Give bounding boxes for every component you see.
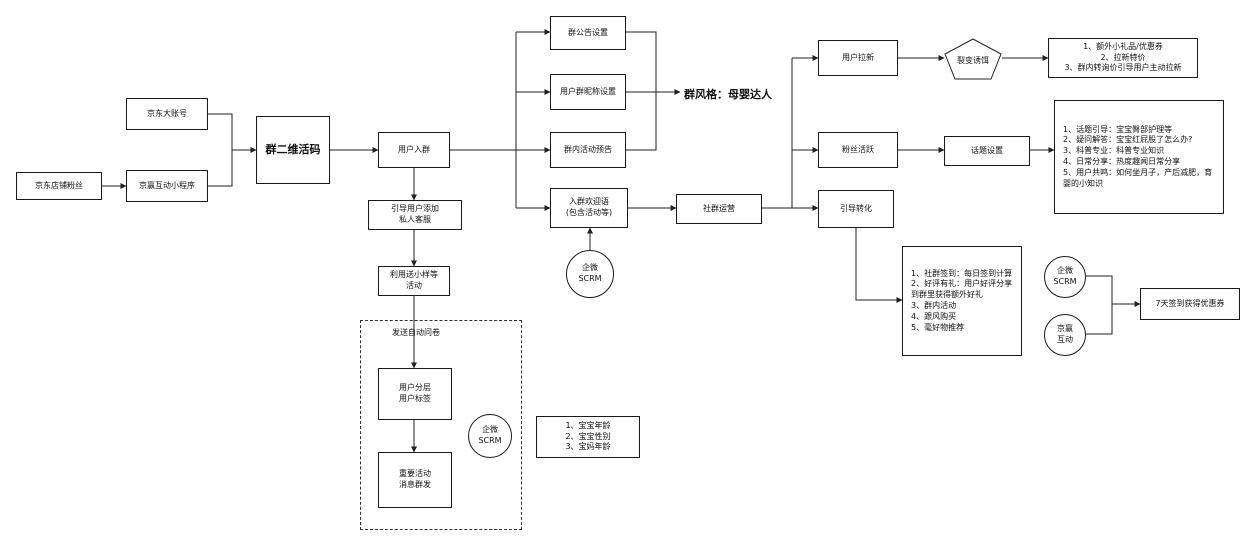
group-qr-code-node: 群二维活码 bbox=[256, 116, 330, 184]
fission-bait-pentagon bbox=[944, 38, 1002, 80]
baby-info-note: 1、宝宝年龄 2、宝宝性别 3、宝妈年龄 bbox=[536, 416, 640, 458]
conversion-list-note: 1、社群签到：每日签到计算 2、好评有礼：用户好评分享到群里获得额外好礼 3、群… bbox=[902, 246, 1022, 356]
sample-activity-node: 利用送小样等 活动 bbox=[378, 266, 450, 296]
user-pull-new-node: 用户拉新 bbox=[818, 40, 898, 76]
group-preview-node: 群内活动预告 bbox=[550, 132, 626, 168]
jingying-interact-circle: 京赢 互动 bbox=[1044, 314, 1086, 356]
checkin-coupon-node: 7天签到获得优惠券 bbox=[1140, 288, 1240, 320]
questionnaire-group bbox=[360, 320, 522, 530]
pull-new-list-note: 1、额外小礼品/优惠券 2、拉新特价 3、群内转询价引导用户主动拉新 bbox=[1048, 38, 1198, 78]
topic-setting-node: 话题设置 bbox=[944, 136, 1030, 166]
group-nickname-node: 用户群昵称设置 bbox=[550, 74, 626, 110]
fans-active-node: 粉丝活跃 bbox=[818, 132, 898, 168]
user-join-group-node: 用户入群 bbox=[378, 132, 450, 168]
jingying-mini-program-node: 京赢互动小程序 bbox=[126, 170, 208, 202]
group-style-label: 群风格：母婴达人 bbox=[684, 88, 772, 101]
fission-bait-label: 裂变诱饵 bbox=[957, 55, 989, 65]
topic-list-note: 1、话题引导：宝宝臀部护理等 2、疑问解答：宝宝红屁股了怎么办? 3、科普专业：… bbox=[1054, 100, 1224, 214]
user-layer-tag-node: 用户分层 用户标签 bbox=[378, 368, 452, 420]
guide-conversion-node: 引导转化 bbox=[818, 190, 894, 228]
community-operation-node: 社群运营 bbox=[676, 194, 762, 224]
welcome-message-node: 入群欢迎语 (包含活动等) bbox=[550, 188, 628, 228]
guide-add-service-node: 引导用户添加 私人客服 bbox=[368, 200, 462, 230]
jd-store-fans-node: 京东店铺粉丝 bbox=[16, 172, 102, 200]
questionnaire-label: 发送自动问卷 bbox=[392, 328, 440, 337]
jd-big-account-node: 京东大账号 bbox=[126, 98, 208, 130]
important-message-node: 重要活动 消息群发 bbox=[378, 452, 452, 508]
qiwei-scrm-mid-circle: 企微 SCRM bbox=[468, 414, 512, 458]
qiwei-scrm-welcome-circle: 企微 SCRM bbox=[566, 250, 614, 298]
qiwei-scrm-right-circle: 企微 SCRM bbox=[1044, 256, 1086, 298]
group-notice-node: 群公告设置 bbox=[550, 16, 626, 50]
